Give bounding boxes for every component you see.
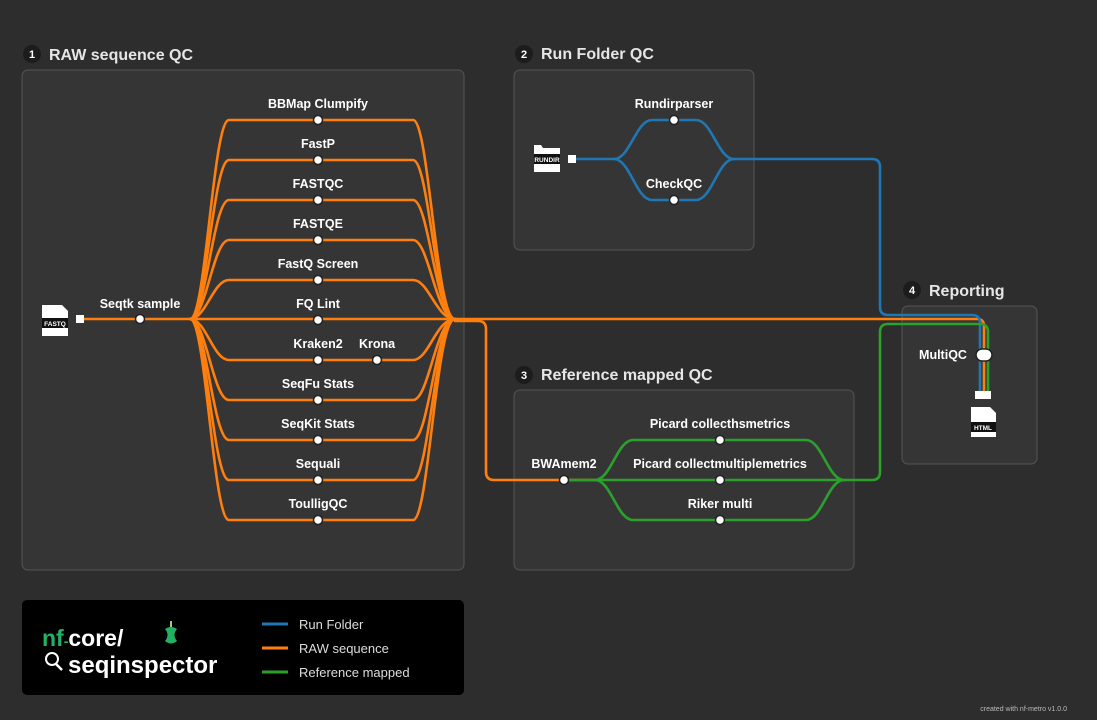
legend-panel	[22, 600, 464, 695]
toulligqc-node[interactable]	[312, 514, 324, 526]
section-title: RAW sequence QC	[49, 47, 193, 64]
multiqc-node[interactable]	[975, 348, 993, 362]
fq-lint-node[interactable]	[312, 314, 324, 326]
logo-line-2: seqinspector	[68, 652, 217, 679]
seqkit-stats-node[interactable]	[312, 434, 324, 446]
magnifier-icon	[45, 652, 63, 671]
fastq-screen-label: FastQ Screen	[278, 257, 359, 271]
bwamem2-node[interactable]	[558, 474, 570, 486]
rundir-folder-icon: RUNDIR	[534, 145, 576, 172]
rundirparser-label: Rundirparser	[635, 97, 714, 111]
legend-label: RAW sequence	[299, 641, 389, 656]
picard-collectmultiplemetrics-label: Picard collectmultiplemetrics	[633, 457, 807, 471]
krona-label: Krona	[359, 337, 396, 351]
bbmap-clumpify-node[interactable]	[312, 114, 324, 126]
reporting-panel	[901, 305, 1038, 465]
multiqc-label: MultiQC	[919, 348, 967, 362]
section-number: 4	[909, 285, 916, 297]
fastqc-label: FASTQC	[293, 177, 344, 191]
kraken2-label: Kraken2	[293, 337, 342, 351]
html-file-icon: HTML	[971, 391, 996, 437]
fastqe-node[interactable]	[312, 234, 324, 246]
fastp-node[interactable]	[312, 154, 324, 166]
footer-credit: created with nf-metro v1.0.0	[980, 706, 1067, 713]
runfolder-branch-rundirparser	[574, 118, 736, 161]
fq-lint-label: FQ Lint	[296, 297, 341, 311]
sequali-node[interactable]	[312, 474, 324, 486]
raw-line-to-bwamem2	[453, 319, 597, 482]
section-number: 2	[521, 49, 527, 61]
picard-collectmultiplemetrics-node[interactable]	[714, 474, 726, 486]
sequali-label: Sequali	[296, 457, 340, 471]
section-title: Reference mapped QC	[541, 367, 713, 384]
fastq-screen-node[interactable]	[312, 274, 324, 286]
toulligqc-label: ToulligQC	[289, 497, 348, 511]
seqkit-stats-label: SeqKit Stats	[281, 417, 355, 431]
checkqc-label: CheckQC	[646, 177, 702, 191]
rundirparser-node[interactable]	[668, 114, 680, 126]
seqtk-sample-node[interactable]	[134, 313, 146, 325]
checkqc-node[interactable]	[668, 194, 680, 206]
legend-label: Reference mapped	[299, 665, 410, 680]
seqfu-stats-label: SeqFu Stats	[282, 377, 354, 391]
section-header-refmapped: 3 Reference mapped QC	[515, 366, 713, 384]
kraken2-node[interactable]	[312, 354, 324, 366]
fastp-label: FastP	[301, 137, 335, 151]
runfolder-line-to-multiqc	[732, 157, 982, 394]
html-label: HTML	[974, 425, 992, 432]
fastqe-label: FASTQE	[293, 217, 343, 231]
section-header-raw: 1 RAW sequence QC	[23, 45, 193, 64]
krona-node[interactable]	[371, 354, 383, 366]
fastq-file-icon: FASTQ	[42, 305, 84, 336]
nf-core-logo: nf-core/ seqinspector	[42, 621, 217, 679]
fastqc-node[interactable]	[312, 194, 324, 206]
section-title: Run Folder QC	[541, 46, 654, 63]
picard-collecthsmetrics-label: Picard collecthsmetrics	[650, 417, 790, 431]
bwamem2-label: BWAmem2	[531, 457, 596, 471]
seqtk-sample-label: Seqtk sample	[100, 297, 181, 311]
metro-nodes	[134, 114, 726, 526]
section-header-reporting: 4 Reporting	[903, 281, 1005, 300]
riker-multi-node[interactable]	[714, 514, 726, 526]
section-number: 1	[29, 49, 35, 61]
section-title: Reporting	[929, 283, 1005, 300]
rundir-label: RUNDIR	[534, 157, 560, 164]
seqfu-stats-node[interactable]	[312, 394, 324, 406]
riker-multi-label: Riker multi	[688, 497, 753, 511]
section-header-runfolder: 2 Run Folder QC	[515, 45, 654, 63]
logo-line-1: nf-core/	[42, 625, 124, 651]
legend-label: Run Folder	[299, 617, 364, 632]
raw-line-branch	[188, 317, 457, 482]
picard-collecthsmetrics-node[interactable]	[714, 434, 726, 446]
apple-core-icon	[165, 621, 177, 644]
section-number: 3	[521, 370, 527, 382]
refmapped-line-to-multiqc	[842, 322, 990, 482]
bbmap-clumpify-label: BBMap Clumpify	[268, 97, 368, 111]
fastq-label: FASTQ	[44, 321, 66, 328]
